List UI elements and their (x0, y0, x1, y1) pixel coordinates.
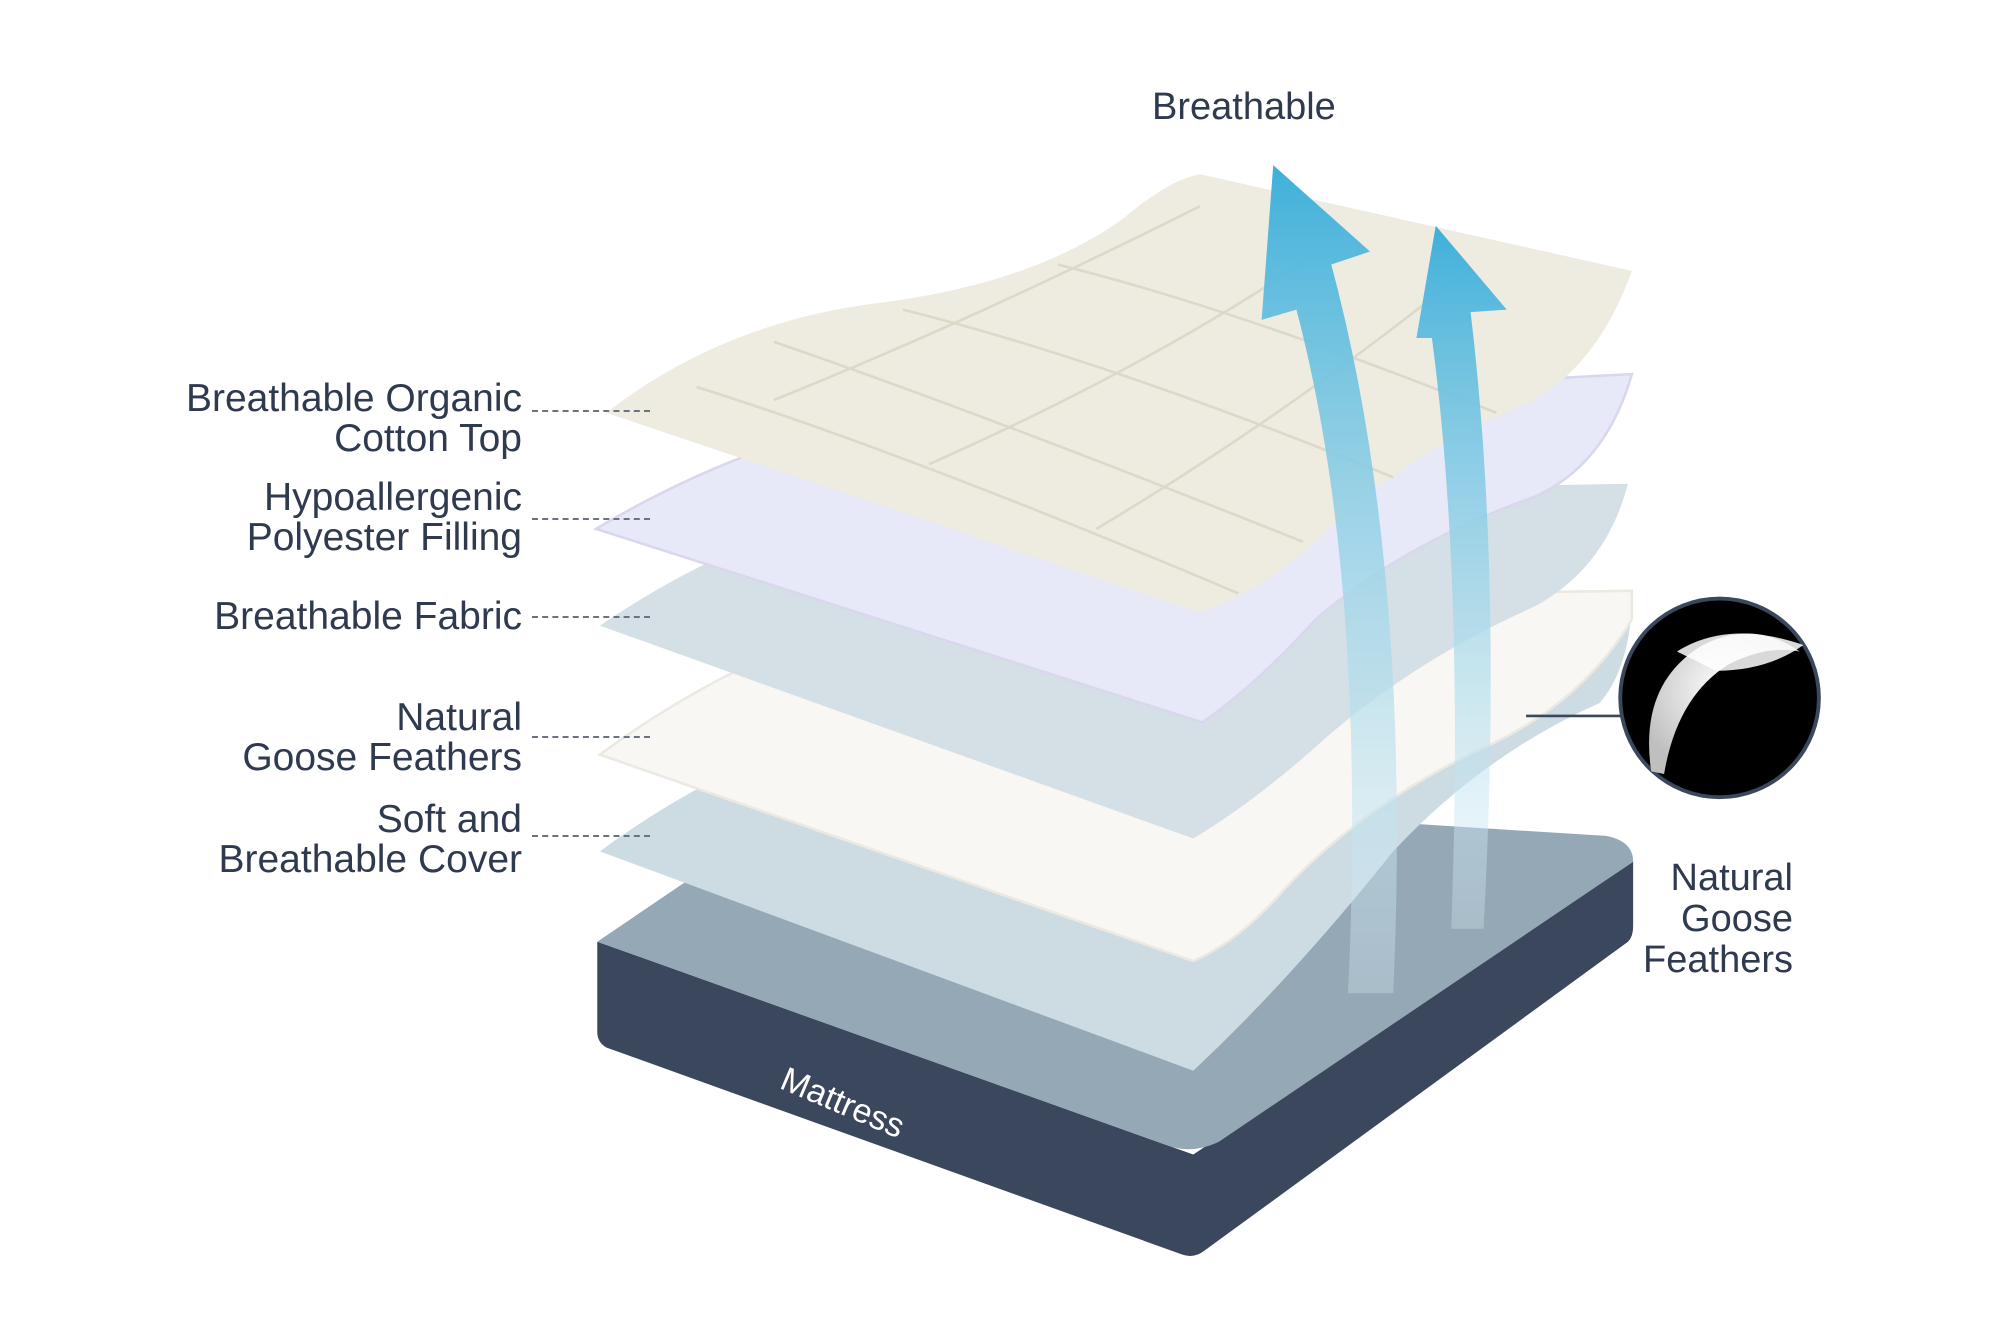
callout-label: Natural Goose Feathers (1560, 858, 1793, 981)
mattress-side (597, 861, 1634, 1256)
label-line: Polyester Filling (246, 516, 522, 559)
leader-line (532, 616, 650, 618)
label-line: Breathable Fabric (214, 595, 522, 638)
label-polyester-filling: Hypoallergenic Polyester Filling (247, 478, 522, 558)
breathable-arrow-icon (1261, 165, 1397, 994)
label-line: Cotton Top (334, 417, 522, 460)
layer-cotton-top (606, 174, 1632, 613)
heading-breathable: Breathable (1152, 86, 1336, 128)
leader-line (532, 410, 650, 412)
label-line: Breathable Organic (185, 377, 522, 420)
callout-line-text: Feathers (1643, 939, 1793, 981)
label-cover: Soft and Breathable Cover (218, 800, 522, 880)
feather-photo (1618, 596, 1821, 800)
label-cotton-top: Breathable Organic Cotton Top (186, 379, 522, 459)
callout-line-text: Goose (1681, 898, 1793, 940)
label-line: Hypoallergenic (264, 476, 522, 519)
label-line: Goose Feathers (242, 736, 522, 779)
breathable-arrow-icon (1416, 225, 1507, 929)
callout-line-text: Natural (1670, 857, 1794, 899)
label-breathable-fabric: Breathable Fabric (214, 597, 522, 637)
label-line: Breathable Cover (218, 838, 522, 881)
leader-line (532, 835, 650, 837)
feather-icon (1649, 633, 1804, 774)
label-goose-feathers: Natural Goose Feathers (242, 698, 522, 778)
leader-line (532, 518, 650, 520)
leader-line (532, 736, 650, 738)
quilt-lines (696, 205, 1497, 595)
label-line: Natural (396, 696, 522, 739)
label-line: Soft and (376, 798, 522, 841)
